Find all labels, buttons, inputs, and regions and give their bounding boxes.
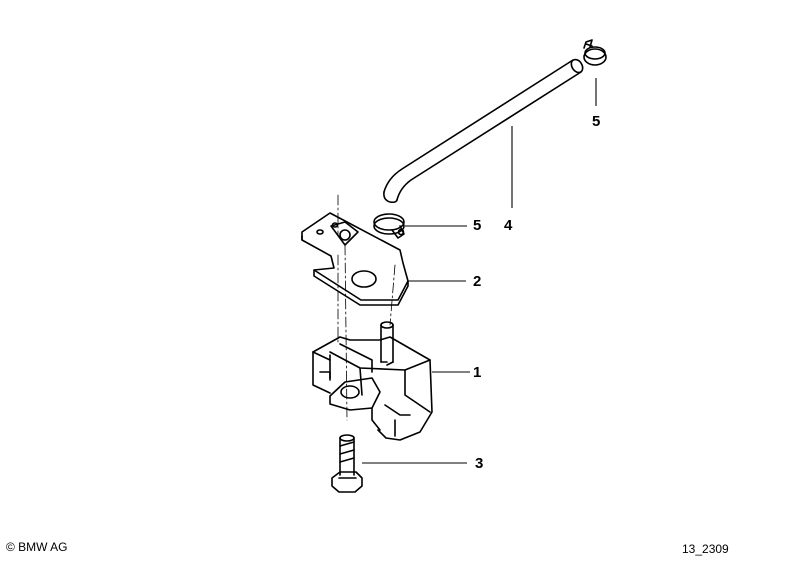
upper-clamp-drawing — [583, 39, 607, 66]
callout-4: 4 — [504, 217, 513, 234]
diagram-id: 13_2309 — [682, 542, 729, 556]
callout-5-upper: 5 — [592, 113, 601, 130]
copyright-text: © BMW AG — [6, 540, 68, 554]
callout-5-lower: 5 — [473, 217, 482, 234]
lower-clamp-drawing — [373, 213, 405, 239]
bolt-drawing — [331, 434, 363, 493]
sensor-drawing — [312, 321, 433, 441]
callout-1: 1 — [473, 364, 482, 381]
bracket-drawing — [301, 212, 409, 306]
hose-drawing — [383, 58, 584, 204]
callout-2: 2 — [473, 273, 482, 290]
centerlines — [337, 194, 396, 421]
leader-lines — [362, 78, 597, 464]
callout-3: 3 — [475, 455, 484, 472]
